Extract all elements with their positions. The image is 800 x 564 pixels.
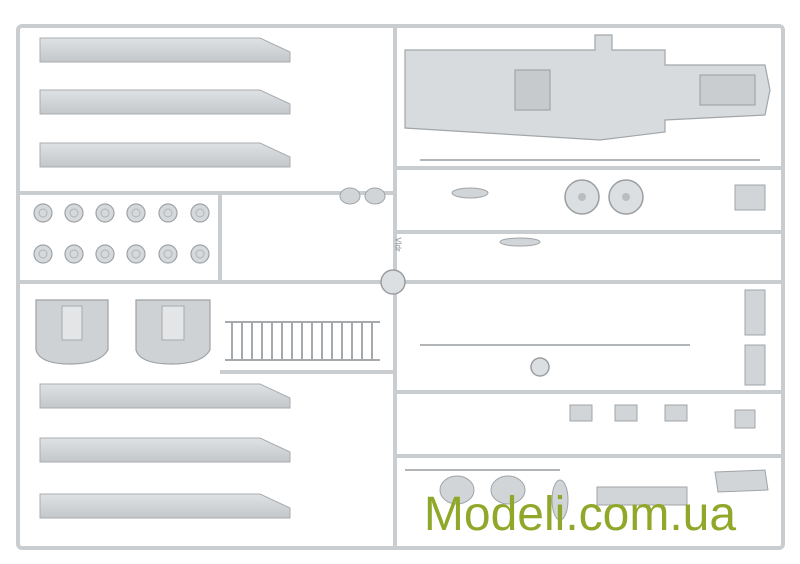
wheel-icon-group xyxy=(33,203,210,264)
dish-icon-group xyxy=(380,179,644,377)
sprue-code-label: Vldr xyxy=(393,237,403,252)
sprue-frame xyxy=(16,24,785,550)
rotor-blades xyxy=(39,37,291,519)
watermark-text: Modeli.com.ua xyxy=(423,488,737,541)
rods xyxy=(405,159,760,471)
ladder-part xyxy=(225,321,380,361)
fuselage-panel xyxy=(404,34,771,141)
small-parts xyxy=(339,184,769,521)
